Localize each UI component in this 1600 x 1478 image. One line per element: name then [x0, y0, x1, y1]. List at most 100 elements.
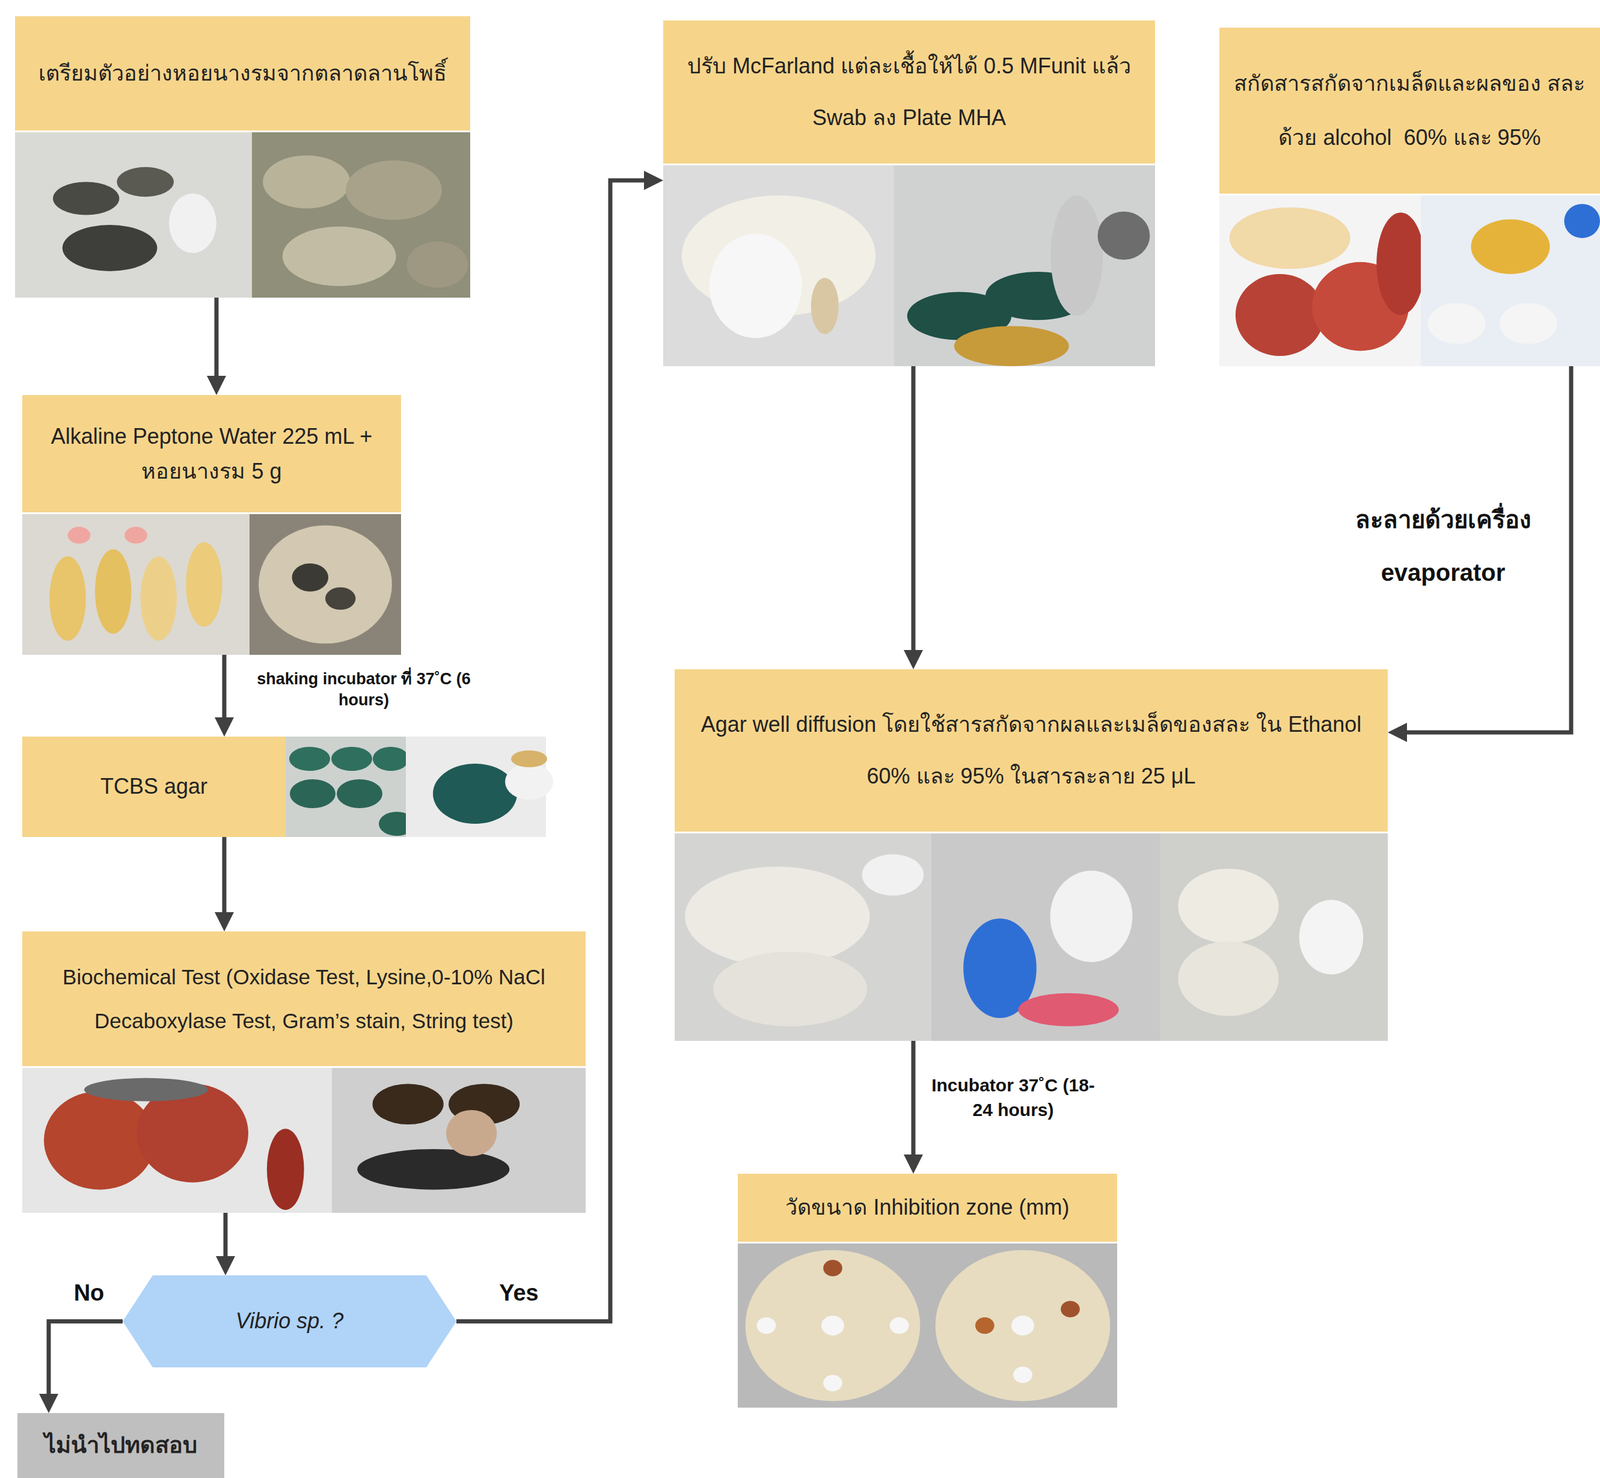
- photo-panel: [22, 1067, 332, 1213]
- process-box: เตรียมตัวอย่างหอยนางรมจากตลาดลานโพธิ์: [15, 16, 471, 298]
- photo-ground: [22, 514, 250, 655]
- connector-line: [214, 297, 219, 380]
- photo-object: [185, 542, 222, 627]
- photo-panel: [331, 1067, 586, 1213]
- photo-object: [407, 241, 469, 289]
- photo-panel: [251, 132, 471, 298]
- node-text: Biochemical Test (Oxidase Test, Lysine,0…: [36, 954, 572, 1044]
- node-text: ไม่นำไปทดสอบ: [44, 1430, 198, 1460]
- node-text: สกัดสารสกัดจากเมล็ดและผลของ สละด้วย alco…: [1233, 56, 1586, 165]
- photo-panel: [674, 833, 932, 1041]
- connector-line: [911, 366, 916, 654]
- connector: [903, 366, 923, 670]
- photo-object: [1177, 940, 1279, 1016]
- photo-object: [1376, 212, 1425, 315]
- process-box: Alkaline Peptone Water 225 mL + หอยนางรม…: [22, 395, 402, 655]
- photo-object: [757, 1317, 777, 1334]
- plate: [331, 746, 373, 771]
- arrow-head: [903, 649, 923, 670]
- photo-object: [124, 526, 148, 544]
- photo-object: [1177, 868, 1279, 944]
- photo-object: [52, 182, 120, 216]
- connector: [206, 297, 227, 396]
- photo-object: [1470, 219, 1550, 275]
- plate: [336, 779, 383, 809]
- edge-label: No: [64, 1279, 114, 1308]
- photo-object: [258, 525, 393, 644]
- photo-panel: [927, 1243, 1118, 1408]
- process-box: Biochemical Test (Oxidase Test, Lysine,0…: [22, 931, 586, 1213]
- photo-object: [1011, 1315, 1035, 1336]
- photo-object: [168, 193, 217, 254]
- node-text: Alkaline Peptone Water 225 mL + หอยนางรม…: [36, 419, 387, 489]
- photo-ground: [674, 833, 932, 1041]
- photo-object: [709, 233, 803, 339]
- photo-panel: [894, 165, 1156, 367]
- photo-ground: [663, 165, 895, 367]
- edge-label: shaking incubator ที่ 37˚C (6 hours): [237, 668, 491, 711]
- connector: [215, 1212, 236, 1276]
- box-face: ปรับ McFarland แต่ละเชื้อให้ได้ 0.5 MFun…: [663, 20, 1156, 164]
- connector-line: [223, 1212, 228, 1260]
- plate: [289, 779, 336, 809]
- photo-ground: [249, 514, 402, 655]
- photo-object: [446, 1109, 497, 1157]
- photo-object: [1050, 870, 1133, 963]
- photo-object: [1499, 303, 1557, 344]
- photo-object: [282, 226, 397, 287]
- photo-object: [262, 155, 350, 209]
- photo-object: [62, 224, 158, 272]
- photo-object: [823, 1374, 843, 1391]
- photo-object: [1229, 207, 1351, 269]
- node-text: Vibrio sp. ?: [235, 1307, 344, 1336]
- process-box: ปรับ McFarland แต่ละเชื้อให้ได้ 0.5 MFun…: [663, 20, 1156, 367]
- node-text: ปรับ McFarland แต่ละเชื้อให้ได้ 0.5 MFun…: [677, 40, 1141, 145]
- photo-object: [684, 866, 870, 967]
- photo-object: [372, 1084, 444, 1125]
- photo-object: [745, 1250, 921, 1401]
- photo-illustration: [22, 1067, 586, 1213]
- process-box: Agar well diffusion โดยใช้สารสกัดจากผลแล…: [674, 669, 1388, 1041]
- photo-ground: [894, 165, 1156, 367]
- photo-object: [862, 854, 924, 896]
- edge-label: Incubator 37˚C (18-24 hours): [928, 1073, 1098, 1122]
- photo-object: [67, 526, 91, 544]
- terminal-box: ไม่นำไปทดสอบ: [17, 1413, 225, 1478]
- arrow-head: [214, 912, 234, 932]
- photo-object: [1428, 303, 1486, 344]
- process-box: TCBS agar: [22, 736, 286, 837]
- arrow-head: [214, 717, 234, 737]
- box-face: สกัดสารสกัดจากเมล็ดและผลของ สละด้วย alco…: [1219, 27, 1600, 194]
- photo-object: [954, 325, 1070, 367]
- photo-panel: [15, 132, 252, 298]
- photo-object: [84, 1078, 209, 1102]
- photo-ground: [927, 1243, 1118, 1408]
- photo-object: [345, 160, 442, 221]
- photo-object: [889, 1317, 910, 1334]
- photo-ground: [251, 132, 471, 298]
- connector: [214, 654, 234, 737]
- photo-illustration: [22, 514, 402, 655]
- photo-object: [975, 1317, 995, 1334]
- box-face: Biochemical Test (Oxidase Test, Lysine,0…: [22, 931, 586, 1067]
- photo-object: [823, 1259, 843, 1276]
- node-text: Agar well diffusion โดยใช้สารสกัดจากผลแล…: [689, 698, 1374, 803]
- arrow-head: [206, 375, 227, 396]
- connector: [903, 1040, 923, 1174]
- photo-object: [1060, 1301, 1080, 1318]
- box-face: วัดขนาด Inhibition zone (mm): [737, 1173, 1118, 1242]
- photo-ground: [331, 1067, 586, 1213]
- plate: [372, 746, 409, 771]
- process-box: สกัดสารสกัดจากเมล็ดและผลของ สละด้วย alco…: [1219, 27, 1600, 367]
- box-face: ไม่นำไปทดสอบ: [17, 1413, 225, 1478]
- box-face: TCBS agar: [22, 736, 286, 837]
- box-face: เตรียมตัวอย่างหอยนางรมจากตลาดลานโพธิ์: [15, 16, 471, 131]
- photo-object: [357, 1149, 510, 1190]
- photo-object: [821, 1315, 845, 1336]
- photo-object: [325, 587, 356, 610]
- photo-panel: [1159, 833, 1388, 1041]
- edge-label: ละลายด้วยเครื่อง evaporator: [1328, 493, 1558, 599]
- connector-line: [48, 1321, 123, 1398]
- arrow-head: [215, 1256, 236, 1276]
- arrow-head: [643, 170, 664, 191]
